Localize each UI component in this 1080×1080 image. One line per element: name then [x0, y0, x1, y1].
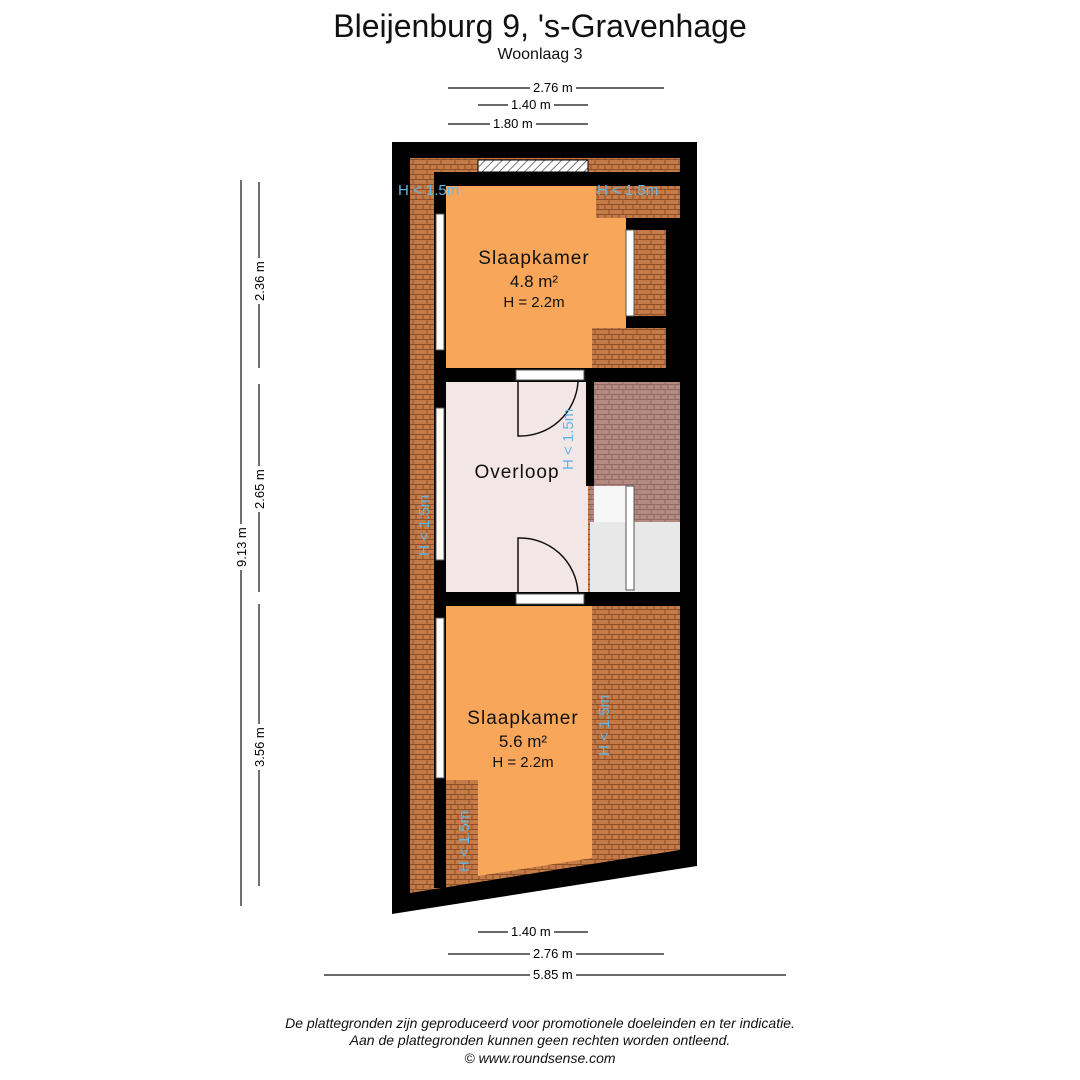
- floor-subtitle: Woonlaag 3: [497, 46, 583, 63]
- low-ceiling-label: H < 1.5m: [398, 182, 460, 199]
- room-label-bedroom-bottom: Slaapkamer 5.6 m² H = 2.2m: [446, 708, 600, 771]
- copyright-line: © www.roundsense.com: [464, 1050, 616, 1066]
- stair-floor: [590, 522, 680, 592]
- room-label-bedroom-top: Slaapkamer 4.8 m² H = 2.2m: [446, 248, 622, 311]
- room-name: Overloop: [474, 462, 560, 483]
- dim-bottom-1: 1.40 m: [508, 924, 554, 939]
- wall-landing-right: [586, 382, 594, 486]
- dim-left-part-1: 2.36 m: [252, 258, 267, 304]
- dim-top-1: 2.76 m: [530, 80, 576, 95]
- dim-top-3: 1.80 m: [490, 116, 536, 131]
- low-ceiling-label: H < 1.5m: [597, 182, 659, 199]
- low-ceiling-label: H < 1.5m: [416, 494, 433, 556]
- room-name: Slaapkamer: [478, 248, 590, 269]
- disclaimer-line-2: Aan de plattegronden kunnen geen rechten…: [349, 1032, 731, 1048]
- skylight: [477, 159, 589, 173]
- dim-bottom-2: 2.76 m: [530, 946, 576, 961]
- disclaimer-line-1: De plattegronden zijn geproduceerd voor …: [285, 1015, 795, 1031]
- low-ceiling-label: H < 1.5m: [560, 408, 577, 470]
- room-area: 5.6 m²: [498, 732, 548, 751]
- low-ceiling-label: H < 1.5m: [596, 694, 613, 756]
- dim-left-part-2: 2.65 m: [252, 466, 267, 512]
- room-name: Slaapkamer: [467, 708, 579, 729]
- dim-left-total: 9.13 m: [234, 524, 249, 570]
- room-label-landing: Overloop: [446, 462, 588, 484]
- dim-top-2: 1.40 m: [508, 97, 554, 112]
- page-title: Bleijenburg 9, 's-Gravenhage: [333, 8, 747, 44]
- dim-bottom-3: 5.85 m: [530, 967, 576, 982]
- door-swing-top: [517, 381, 579, 437]
- bedroom-bottom-floor: [446, 606, 592, 876]
- door-swing-bottom: [517, 537, 579, 593]
- bedroom-top-floor: [446, 186, 626, 368]
- room-area: 4.8 m²: [509, 272, 559, 291]
- windows: [435, 213, 635, 779]
- dim-left-part-3: 3.56 m: [252, 724, 267, 770]
- wall-right-inner: [666, 218, 680, 382]
- wall-top-bar: [434, 172, 680, 186]
- room-height: H = 2.2m: [503, 294, 565, 311]
- room-height: H = 2.2m: [492, 754, 554, 771]
- low-ceiling-label: H < 1.5m: [456, 810, 473, 872]
